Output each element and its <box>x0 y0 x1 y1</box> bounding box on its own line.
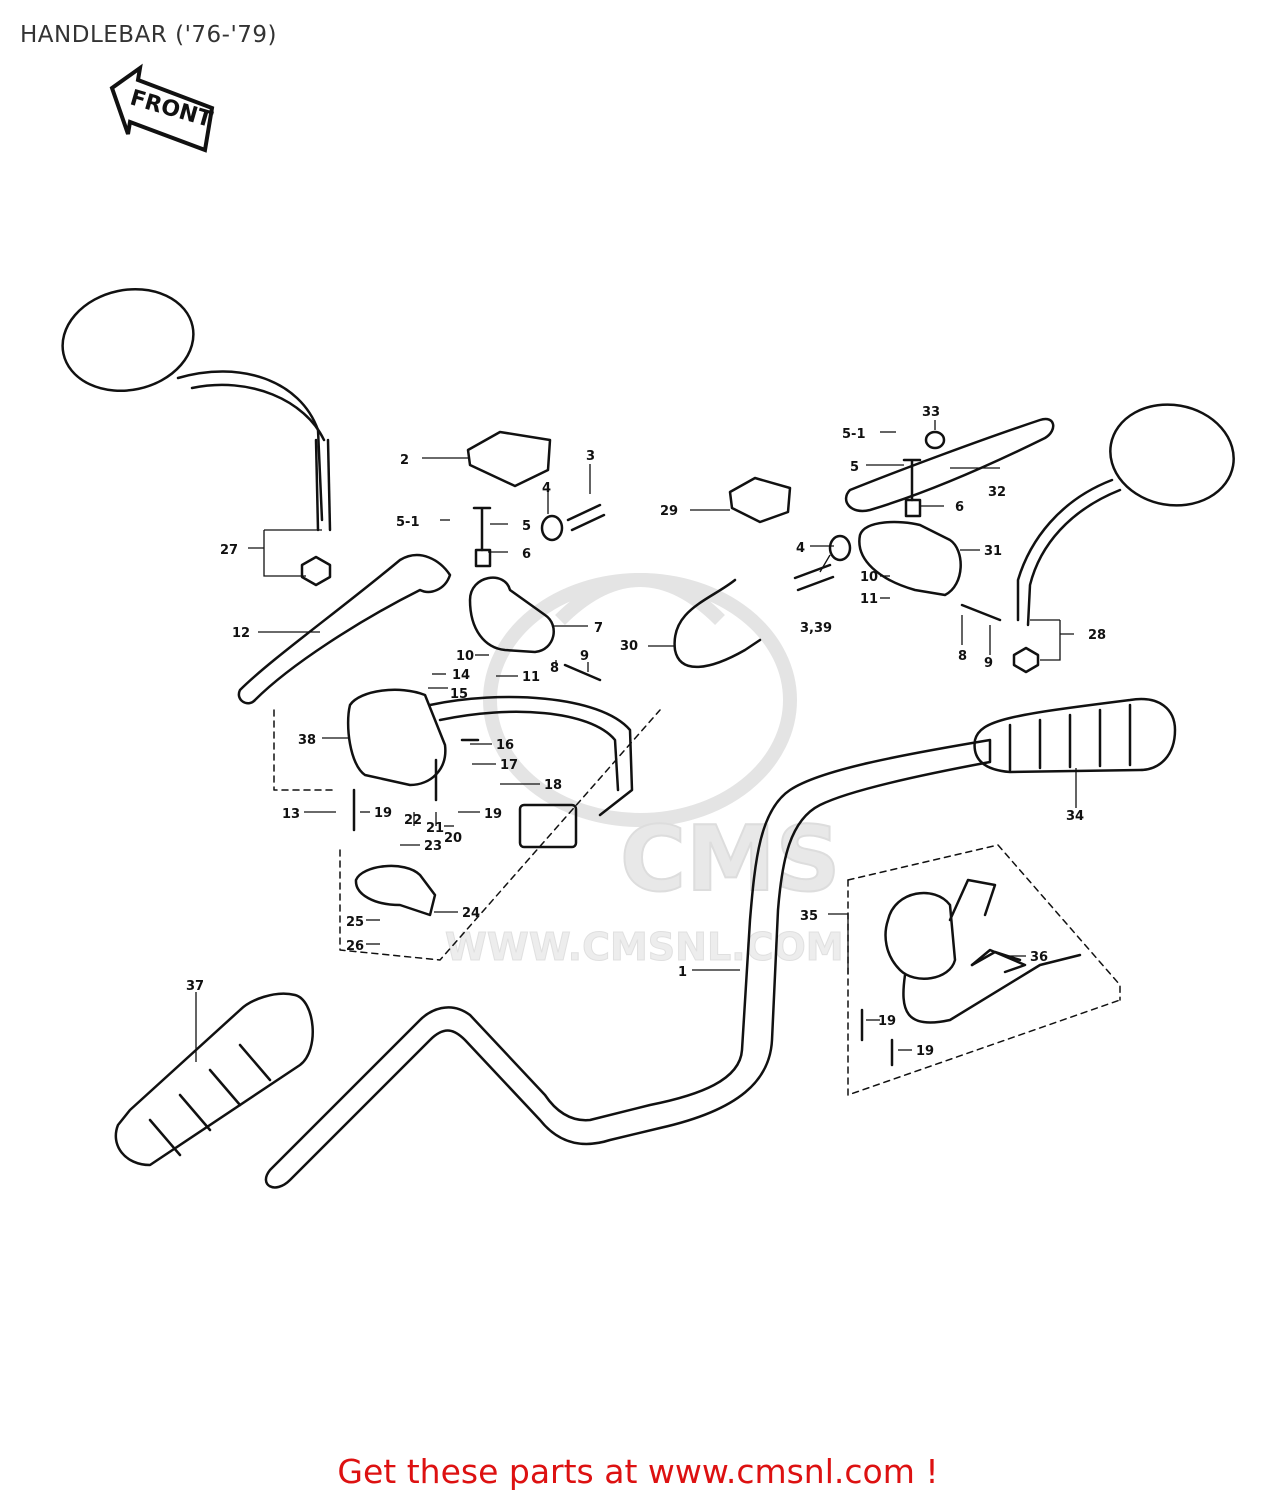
label-part-19-b: 19 <box>484 807 502 822</box>
footer-link[interactable]: www.cmsnl.com <box>647 1452 915 1491</box>
left-mirror <box>61 287 332 587</box>
part-labels: 1 2 3 3,39 4 4 5 5 5-1 5-1 6 6 7 8 8 9 9… <box>186 405 1106 1059</box>
brake-lever <box>844 417 1055 513</box>
footer-promo: Get these parts at www.cmsnl.com ! <box>0 1452 1276 1491</box>
leader-lines <box>195 420 1077 1062</box>
label-part-11-left: 11 <box>522 670 540 685</box>
label-part-11-right: 11 <box>860 592 878 607</box>
label-part-20: 20 <box>444 831 462 846</box>
left-grip <box>114 992 314 1167</box>
footer-prefix: Get these parts at <box>337 1452 648 1491</box>
adjuster-3-right <box>793 563 835 592</box>
label-part-24: 24 <box>462 906 480 921</box>
label-part-13: 13 <box>282 807 300 822</box>
label-part-34: 34 <box>1066 809 1084 824</box>
right-mirror <box>1012 403 1235 674</box>
footer-suffix: ! <box>914 1452 939 1491</box>
label-part-19-d: 19 <box>916 1044 934 1059</box>
label-part-3-39: 3,39 <box>800 621 832 636</box>
bolt-9-right <box>960 603 1002 622</box>
label-part-27: 27 <box>220 543 238 558</box>
clutch-lever-holder <box>468 576 555 654</box>
label-part-37: 37 <box>186 979 204 994</box>
label-part-31: 31 <box>984 544 1002 559</box>
clutch-lever <box>237 553 452 705</box>
label-part-30: 30 <box>620 639 638 654</box>
label-part-26: 26 <box>346 939 364 954</box>
label-part-4-right: 4 <box>796 541 805 556</box>
adjuster-3-left <box>566 503 606 532</box>
label-part-8-right: 8 <box>958 649 967 664</box>
right-grip <box>973 697 1177 774</box>
label-part-2: 2 <box>400 453 409 468</box>
label-part-38: 38 <box>298 733 316 748</box>
label-part-10-left: 10 <box>456 649 474 664</box>
label-part-29: 29 <box>660 504 678 519</box>
label-part-21: 21 <box>426 821 444 836</box>
label-part-17: 17 <box>500 758 518 773</box>
label-part-9-left: 9 <box>580 649 589 664</box>
cap-33 <box>924 430 946 450</box>
label-part-9-right: 9 <box>984 656 993 671</box>
label-part-28: 28 <box>1088 628 1106 643</box>
brake-master-cylinder <box>858 520 962 597</box>
adjuster-4-right <box>828 534 852 562</box>
label-part-3: 3 <box>586 449 595 464</box>
label-part-16: 16 <box>496 738 514 753</box>
handlebar-tube <box>264 738 992 1189</box>
left-switch-housing <box>346 688 447 787</box>
adjuster-4-left <box>540 514 564 542</box>
label-part-18: 18 <box>544 778 562 793</box>
label-part-5-1-left: 5-1 <box>396 515 420 530</box>
label-part-15: 15 <box>450 687 468 702</box>
bolt-5-right <box>902 458 922 518</box>
label-part-5-right: 5 <box>850 460 859 475</box>
brake-switch <box>728 476 792 524</box>
label-part-33: 33 <box>922 405 940 420</box>
label-part-5-left: 5 <box>522 519 531 534</box>
label-part-5-1-right: 5-1 <box>842 427 866 442</box>
label-part-14: 14 <box>452 668 470 683</box>
horn-button <box>354 864 437 917</box>
label-part-10-right: 10 <box>860 570 878 585</box>
label-part-1: 1 <box>678 965 687 980</box>
label-part-19-a: 19 <box>374 806 392 821</box>
label-part-4-left: 4 <box>542 481 551 496</box>
wire-30 <box>673 578 762 669</box>
front-direction-arrow-icon: FRONT <box>109 63 215 153</box>
label-part-12: 12 <box>232 626 250 641</box>
clutch-switch <box>466 430 552 488</box>
label-part-32: 32 <box>988 485 1006 500</box>
label-part-8-left: 8 <box>550 661 559 676</box>
label-part-6-right: 6 <box>955 500 964 515</box>
bolt-5-left <box>472 506 492 568</box>
page-title: HANDLEBAR ('76-'79) <box>20 22 278 48</box>
label-part-23: 23 <box>424 839 442 854</box>
bracket-36 <box>970 950 1022 967</box>
label-part-7: 7 <box>594 621 603 636</box>
watermark-logo-text: CMS <box>620 807 840 912</box>
label-part-36: 36 <box>1030 950 1048 965</box>
label-part-19-c: 19 <box>878 1014 896 1029</box>
throttle-housing <box>884 891 957 980</box>
bolt-9-left <box>563 663 602 682</box>
label-part-22: 22 <box>404 813 422 828</box>
label-part-35: 35 <box>800 909 818 924</box>
label-part-25: 25 <box>346 915 364 930</box>
watermark-url-text: WWW.CMSNL.COM <box>445 925 844 969</box>
label-part-6-left: 6 <box>522 547 531 562</box>
